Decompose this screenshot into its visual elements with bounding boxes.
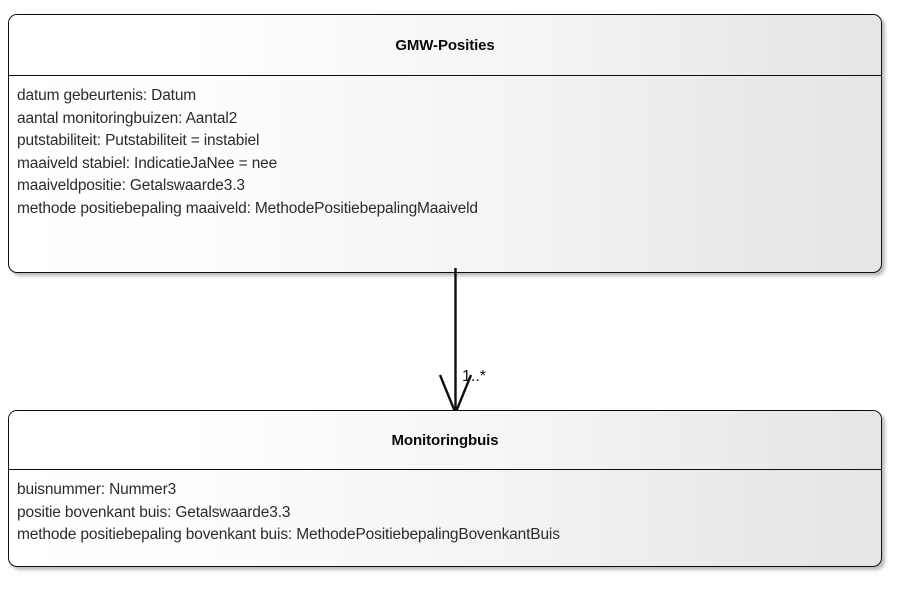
uml-class-header-monitoringbuis: Monitoringbuis: [9, 411, 881, 470]
uml-attribute: buisnummer: Nummer3: [17, 481, 177, 498]
uml-class-title: Monitoringbuis: [391, 431, 499, 449]
uml-class-header-band: Monitoringbuis: [9, 411, 881, 470]
uml-attribute: maaiveldpositie: Getalswaarde3.3: [17, 177, 245, 195]
association-connector-arrow: [438, 268, 473, 416]
uml-class-gmw-posities[interactable]: GMW-Posities datum gebeurtenis: Datum aa…: [8, 14, 882, 273]
uml-attribute: datum gebeurtenis: Datum: [17, 87, 197, 104]
uml-attribute: maaiveld stabiel: IndicatieJaNee = nee: [17, 154, 278, 172]
uml-attribute: methode positiebepaling maaiveld: Method…: [17, 199, 478, 217]
uml-attribute: methode positiebepaling bovenkant buis: …: [17, 526, 560, 544]
uml-class-header-band: GMW-Posities: [9, 15, 881, 76]
association-multiplicity-label: 1..*: [462, 368, 487, 385]
uml-attribute-list-gmw-posities: datum gebeurtenis: Datum aantal monitori…: [9, 76, 881, 229]
uml-class-title: GMW-Posities: [395, 36, 495, 54]
uml-attribute: putstabiliteit: Putstabiliteit = instabi…: [17, 132, 260, 150]
uml-attribute: aantal monitoringbuizen: Aantal2: [17, 109, 238, 127]
uml-attribute: positie bovenkant buis: Getalswaarde3.3: [17, 503, 291, 521]
uml-class-header-gmw-posities: GMW-Posities: [9, 15, 881, 76]
uml-attribute-list-monitoringbuis: buisnummer: Nummer3 positie bovenkant bu…: [9, 470, 881, 555]
uml-class-monitoringbuis[interactable]: Monitoringbuis buisnummer: Nummer3 posit…: [8, 410, 882, 567]
